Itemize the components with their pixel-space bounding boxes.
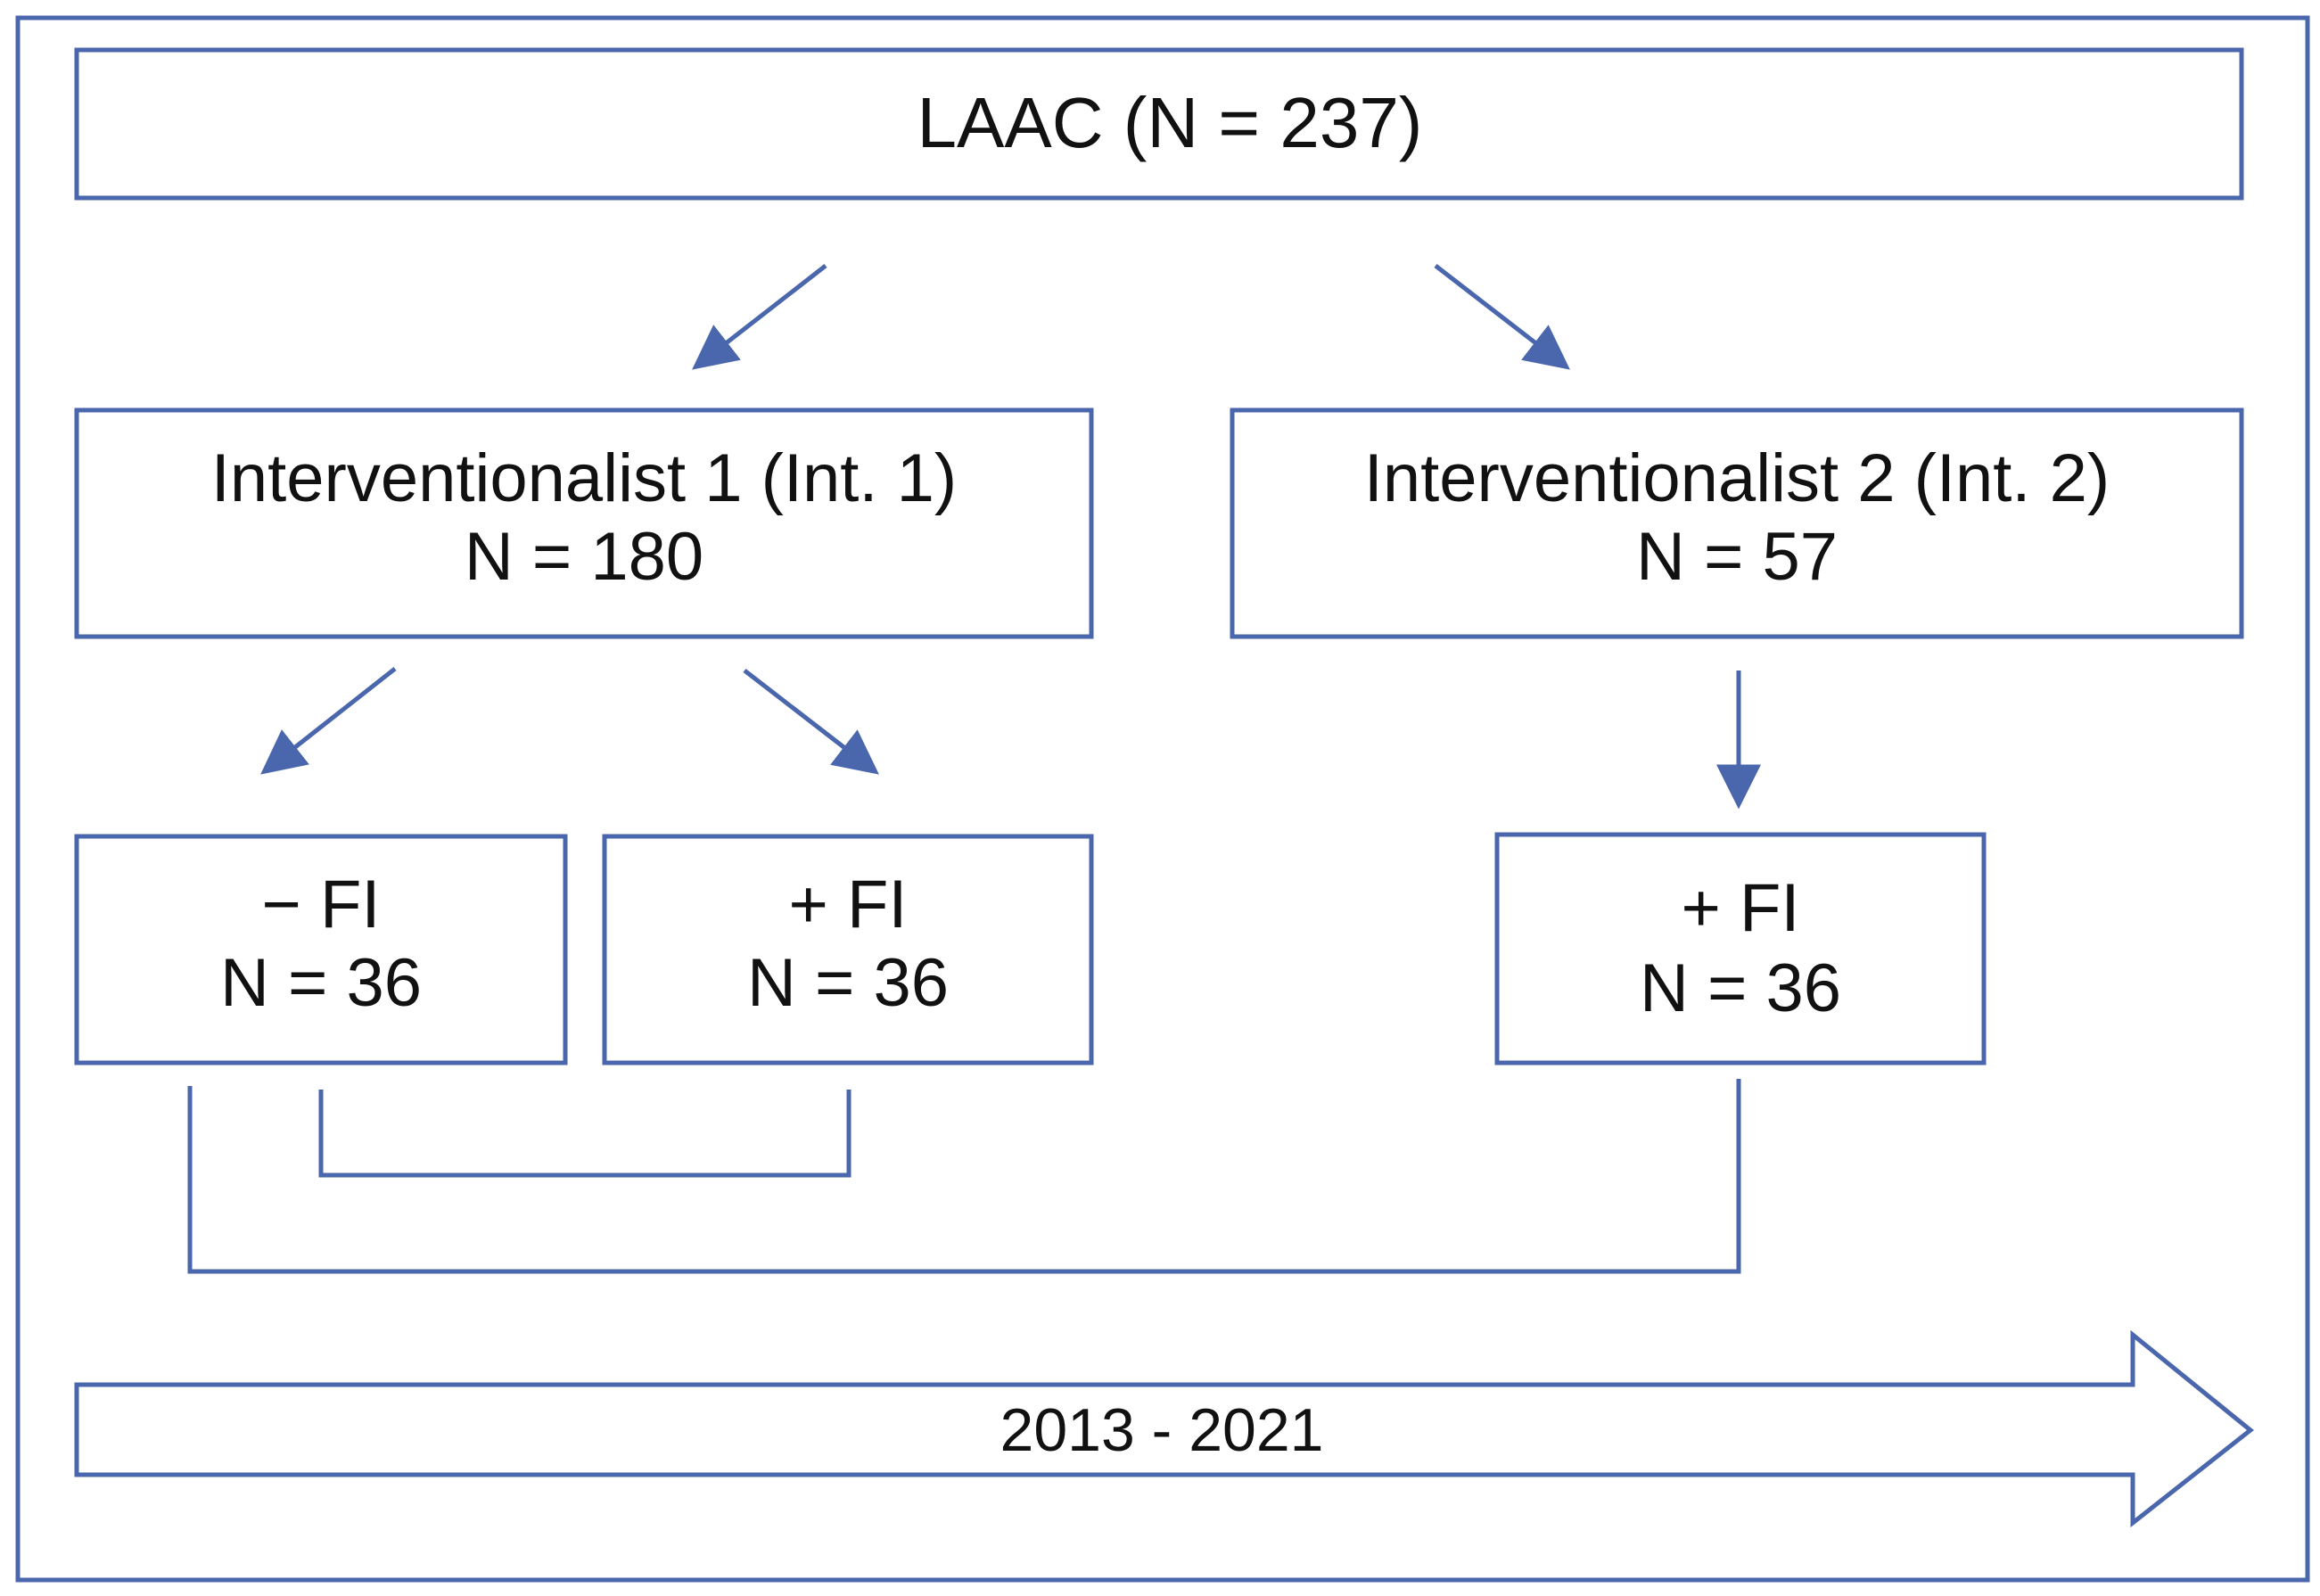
- arrow-root-to-int2: [1434, 264, 1570, 370]
- int1-plus-fi-count: N = 36: [747, 945, 949, 1021]
- outer-frame: [15, 15, 2310, 1583]
- root-box: LAAC (N = 237): [74, 47, 2244, 201]
- arrow-root-to-int1: [692, 264, 827, 370]
- int2-title: Interventionalist 2 (Int. 2): [1364, 440, 2110, 516]
- int1-count: N = 180: [465, 519, 703, 595]
- int1-plus-fi-box: + FI N = 36: [602, 834, 1094, 1065]
- timeline-arrow: 2013 - 2021: [74, 1329, 2255, 1528]
- int1-title: Interventionalist 1 (Int. 1): [211, 440, 957, 516]
- int2-plus-fi-box: + FI N = 36: [1494, 832, 1987, 1065]
- arrow-int1-to-minus-fi: [260, 667, 397, 775]
- int1-minus-fi-count: N = 36: [220, 945, 422, 1021]
- int1-minus-fi-title: − FI: [261, 867, 380, 942]
- int2-count: N = 57: [1636, 519, 1838, 595]
- int2-plus-fi-title: + FI: [1681, 870, 1799, 946]
- arrow-int1-to-plus-fi: [743, 669, 879, 775]
- timeline-label: 2013 - 2021: [1000, 1396, 1324, 1464]
- bracket-int1-minus-vs-plus: [318, 1090, 851, 1178]
- int2-box: Interventionalist 2 (Int. 2) N = 57: [1230, 407, 2244, 639]
- int1-minus-fi-box: − FI N = 36: [74, 834, 568, 1065]
- root-label: LAAC (N = 237): [917, 83, 1423, 162]
- int1-box: Interventionalist 1 (Int. 1) N = 180: [74, 407, 1094, 639]
- int1-plus-fi-title: + FI: [788, 867, 907, 942]
- bracket-int1-vs-int2: [187, 1079, 1741, 1274]
- int2-plus-fi-count: N = 36: [1640, 950, 1841, 1026]
